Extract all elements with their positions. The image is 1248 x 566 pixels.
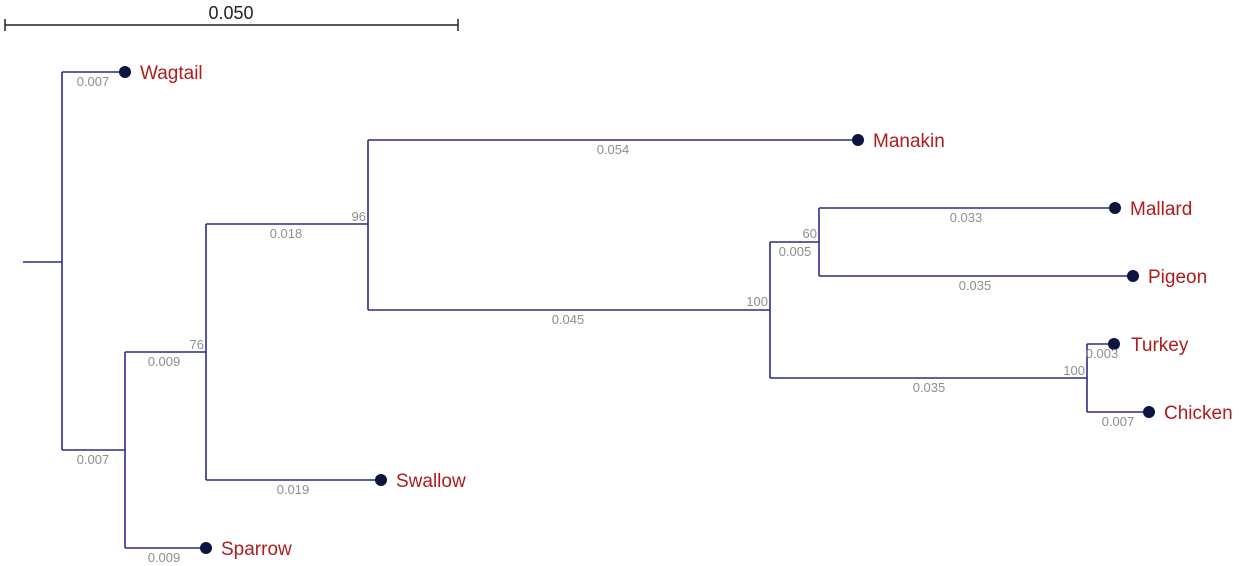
scale-bar: 0.050 — [4, 3, 459, 31]
leaf-marker-turkey — [1108, 338, 1120, 350]
taxon-label-manakin: Manakin — [873, 131, 945, 152]
taxon-label-sparrow: Sparrow — [221, 539, 292, 560]
taxon-label-chicken: Chicken — [1164, 403, 1233, 424]
branch-length-turkey: 0.003 — [1086, 346, 1119, 361]
branch-length-labels: 0.007 0.054 0.033 0.035 0.003 0.007 0.01… — [77, 74, 1135, 565]
taxon-label-turkey: Turkey — [1131, 335, 1189, 356]
leaf-marker-mallard — [1109, 202, 1121, 214]
taxon-labels: Wagtail Manakin Mallard Pigeon Turkey Ch… — [140, 63, 1233, 560]
branch-length-clade-60: 0.005 — [779, 244, 812, 259]
leaf-marker-chicken — [1143, 406, 1155, 418]
bootstrap-76: 76 — [190, 337, 204, 352]
branch-length-chicken: 0.007 — [1102, 414, 1135, 429]
branch-length-manakin: 0.054 — [597, 142, 630, 157]
leaf-marker-pigeon — [1127, 270, 1139, 282]
tree-branches — [23, 71, 1149, 549]
bootstrap-100: 100 — [746, 294, 768, 309]
branch-length-clade-100: 0.045 — [552, 312, 585, 327]
branch-length-clade-96: 0.018 — [270, 226, 303, 241]
branch-length-mallard: 0.033 — [950, 210, 983, 225]
taxon-label-pigeon: Pigeon — [1148, 267, 1207, 288]
branch-length-main-clade: 0.007 — [77, 452, 110, 467]
branch-length-wagtail: 0.007 — [77, 74, 110, 89]
taxon-label-swallow: Swallow — [396, 471, 466, 492]
branch-length-clade-76: 0.009 — [148, 354, 181, 369]
leaf-marker-swallow — [375, 474, 387, 486]
bootstrap-96: 96 — [352, 209, 366, 224]
branch-length-galliformes: 0.035 — [913, 380, 946, 395]
taxon-label-mallard: Mallard — [1130, 199, 1192, 220]
taxon-label-wagtail: Wagtail — [140, 63, 203, 84]
branch-length-sparrow: 0.009 — [148, 550, 181, 565]
branch-length-swallow: 0.019 — [277, 482, 310, 497]
bootstrap-100-galliformes: 100 — [1063, 363, 1085, 378]
bootstrap-labels: 96 76 100 60 100 — [190, 209, 1085, 378]
branch-length-pigeon: 0.035 — [959, 278, 992, 293]
leaf-marker-manakin — [852, 134, 864, 146]
leaf-marker-wagtail — [119, 66, 131, 78]
leaf-marker-sparrow — [200, 542, 212, 554]
scale-bar-label: 0.050 — [208, 3, 253, 23]
leaf-markers — [119, 66, 1155, 554]
bootstrap-60: 60 — [803, 226, 817, 241]
